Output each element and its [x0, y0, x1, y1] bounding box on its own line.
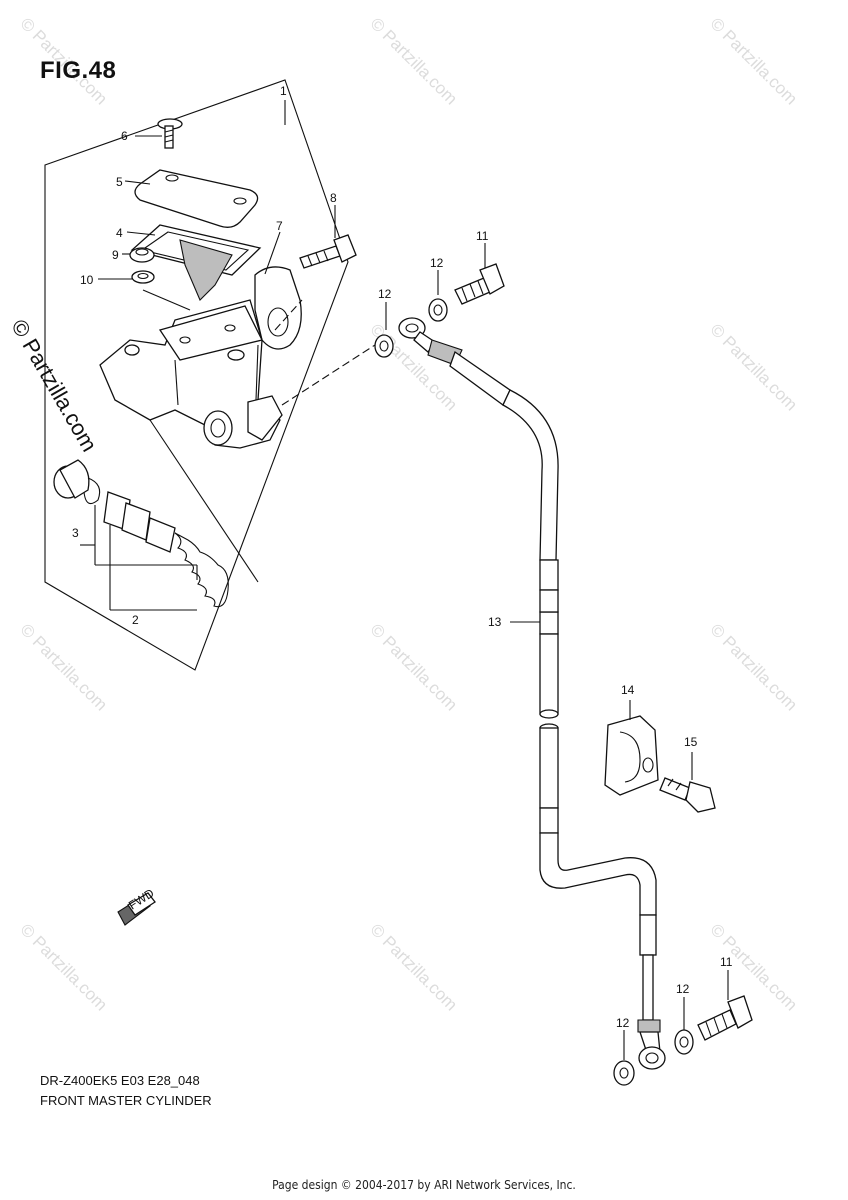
callout-12: 12	[676, 982, 690, 996]
alignment-line	[149, 419, 259, 583]
callout-7: 7	[276, 219, 283, 233]
callout-2: 2	[132, 613, 139, 627]
callout-9: 9	[112, 248, 119, 262]
callout-8: 8	[330, 191, 337, 205]
brake-hose-part	[398, 317, 666, 1070]
gasket-washer-part	[674, 1029, 694, 1055]
hose-clamp-part	[604, 715, 659, 796]
figure-label: FIG.48	[40, 57, 117, 84]
boot-part	[129, 247, 155, 263]
diagram-caption: FRONT MASTER CYLINDER	[40, 1093, 212, 1108]
alignment-line	[274, 299, 303, 331]
alignment-line	[281, 344, 376, 406]
piston-kit-part	[53, 459, 229, 608]
callout-1: 1	[280, 84, 287, 98]
master-cylinder-body	[99, 299, 283, 449]
leader-line	[126, 231, 156, 236]
callout-12: 12	[378, 287, 392, 301]
union-bolt-part	[697, 995, 753, 1041]
leader-line	[124, 180, 151, 185]
assembly-outline	[44, 79, 349, 671]
clamp-bolt-part	[659, 777, 716, 813]
callout-11: 11	[476, 229, 489, 243]
callout-12: 12	[616, 1016, 630, 1030]
callout-13: 13	[488, 615, 502, 629]
gasket-washer-part	[374, 334, 394, 358]
handlebar-clamp-part	[254, 266, 302, 350]
forward-direction-badge: FWD	[117, 886, 157, 926]
callout-12: 12	[430, 256, 444, 270]
callout-4: 4	[116, 226, 123, 240]
diaphragm-part	[130, 224, 262, 301]
page-footer: Page design © 2004-2017 by ARI Network S…	[272, 1178, 576, 1192]
leader-line	[142, 289, 191, 311]
clamp-bolt-part	[299, 234, 357, 269]
gasket-washer-part	[428, 298, 448, 322]
gasket-washer-part	[613, 1060, 635, 1086]
screw-part	[157, 118, 183, 149]
callout-3: 3	[72, 526, 79, 540]
callout-10: 10	[80, 273, 94, 287]
callout-11: 11	[720, 955, 733, 969]
washer-part	[131, 270, 155, 284]
callout-6: 6	[121, 129, 128, 143]
model-code: DR-Z400EK5 E03 E28_048	[40, 1073, 200, 1088]
callout-5: 5	[116, 175, 123, 189]
callout-14: 14	[621, 683, 635, 697]
union-bolt-part	[454, 263, 505, 305]
callout-15: 15	[684, 735, 698, 749]
reservoir-cap-part	[134, 169, 259, 228]
leader-line	[264, 231, 281, 275]
